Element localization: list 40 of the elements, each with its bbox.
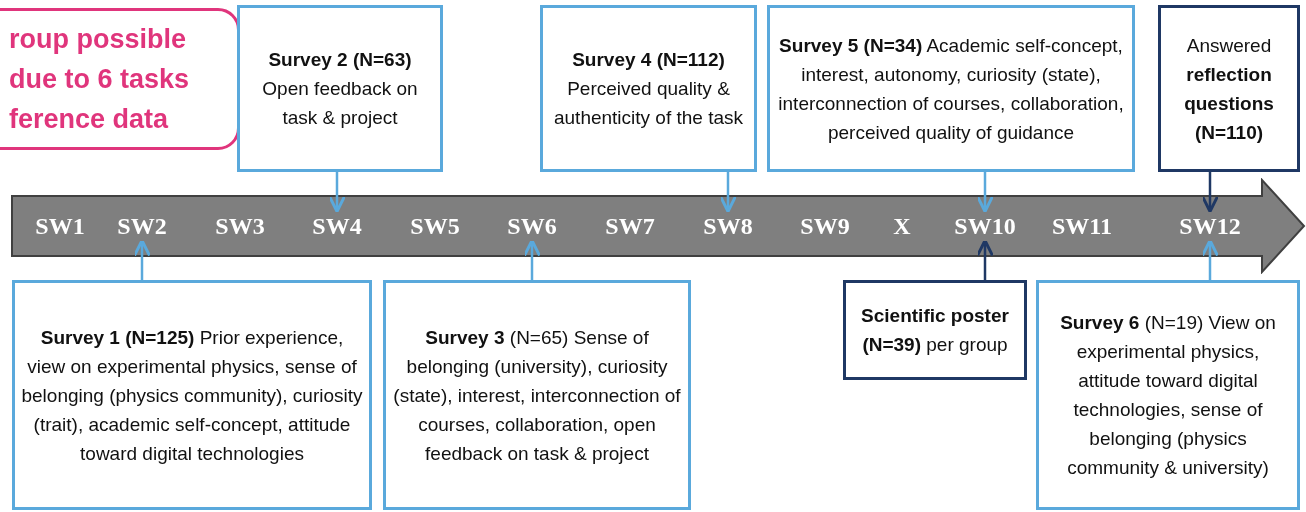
activity-box — [843, 280, 1027, 380]
arrow — [328, 172, 346, 213]
box-text: Survey 2 (N=63) Open feedback on task & project — [261, 48, 419, 130]
week-label: SW10 — [954, 212, 1016, 240]
note-box — [0, 8, 240, 150]
week-label: SW2 — [117, 212, 167, 240]
arrow — [523, 239, 541, 280]
week-label: X — [893, 212, 911, 240]
box-text: Survey 5 (N=34) Academic self-concept, interest, autonomy, curiosity (state), interconnection of courses, collaboration, perceived quality of guidance — [777, 33, 1125, 145]
survey-box — [767, 5, 1135, 172]
box-text: Scientific poster (N=39) per group — [860, 304, 1010, 357]
box-text: Survey 6 (N=19) View on experimental physics, attitude toward digital technologies, sense of belonging (physics community & university) — [1059, 311, 1277, 480]
box-text: Survey 4 (N=112) Perceived quality & authenticity of the task — [552, 48, 745, 130]
box-text: Survey 3 (N=65) Sense of belonging (university), curiosity (state), interest, interconnection of courses, collaboration, open feedback on task & project — [392, 325, 682, 466]
timeline-arrow — [11, 178, 1306, 274]
arrow — [1201, 172, 1219, 213]
arrow — [719, 172, 737, 213]
arrow — [976, 239, 994, 280]
week-label: SW6 — [507, 212, 557, 240]
survey-box — [12, 280, 372, 510]
week-label: SW4 — [312, 212, 362, 240]
activity-box — [1158, 5, 1300, 172]
week-label: SW9 — [800, 212, 850, 240]
week-label: SW12 — [1179, 212, 1241, 240]
survey-box — [237, 5, 443, 172]
survey-box — [383, 280, 691, 510]
arrow — [976, 172, 994, 213]
week-label: SW11 — [1052, 212, 1112, 240]
survey-box — [1036, 280, 1300, 510]
week-label: SW8 — [703, 212, 753, 240]
box-text: Answered reflection questions (N=110) — [1183, 33, 1275, 145]
week-label: SW1 — [35, 212, 85, 240]
week-label: SW5 — [410, 212, 460, 240]
week-label: SW3 — [215, 212, 265, 240]
box-text: roup possible due to 6 tasks ference data — [9, 23, 191, 136]
week-label: SW7 — [605, 212, 655, 240]
arrow — [1201, 239, 1219, 280]
arrow — [133, 239, 151, 280]
box-text: Survey 1 (N=125) Prior experience, view on experimental physics, sense of belonging (physics community), curiosity (trait), academic self-concept, attitude toward digital technologies — [21, 325, 363, 466]
survey-box — [540, 5, 757, 172]
